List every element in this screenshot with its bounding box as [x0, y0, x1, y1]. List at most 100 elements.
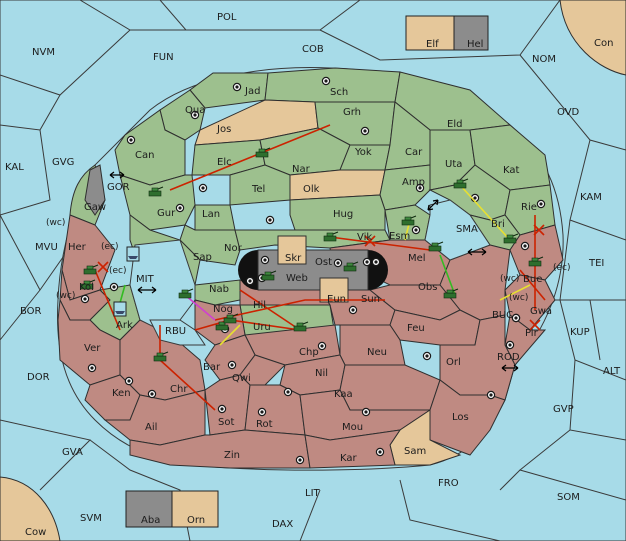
label-neu: Neu: [367, 347, 387, 358]
label-cow: Cow: [25, 527, 46, 538]
label-jos: Jos: [216, 124, 231, 135]
army-unit-icon[interactable]: [80, 279, 96, 290]
supply-center-dot: [112, 285, 116, 289]
label-mel: Mel: [408, 253, 426, 264]
label-pol: POL: [217, 12, 237, 23]
supply-center-dot: [268, 218, 272, 222]
army-unit-icon[interactable]: [401, 215, 417, 226]
supply-center-dot: [248, 279, 252, 283]
prov-rot[interactable]: [244, 384, 306, 436]
label-gwa: Gwa: [530, 306, 552, 317]
label-eld: Eld: [447, 119, 462, 130]
prov-skr[interactable]: [277, 235, 307, 265]
label-ken: Ken: [112, 388, 131, 399]
army-unit-icon[interactable]: [83, 264, 99, 275]
army-unit-icon[interactable]: [453, 178, 469, 189]
label-esm: Esm: [389, 231, 410, 242]
label-los: Los: [452, 412, 469, 423]
fleet-unit-icon[interactable]: [126, 246, 140, 262]
label-fun: FUN: [153, 52, 174, 63]
supply-center-dot: [201, 186, 205, 190]
label-zin: Zin: [224, 450, 240, 461]
army-unit-icon[interactable]: [261, 270, 277, 281]
label-fro: FRO: [438, 478, 459, 489]
prov-eun-box[interactable]: [319, 277, 349, 303]
label-lan: Lan: [202, 209, 220, 220]
arrow-move: [214, 299, 385, 321]
prov-aba[interactable]: [125, 490, 173, 528]
label-amp: Amp: [402, 177, 425, 188]
label-som: SOM: [557, 492, 580, 503]
label-nab: Nab: [209, 284, 229, 295]
label-ark: Ark: [116, 320, 133, 331]
supply-center-dot: [150, 392, 154, 396]
arrow-support: [499, 284, 531, 301]
arrow-move: [239, 289, 301, 331]
passage-arrows: [109, 171, 519, 372]
label-jad: Jad: [244, 86, 260, 97]
arrow-cut: [97, 261, 109, 273]
prov-hel[interactable]: [453, 15, 489, 51]
army-unit-icon[interactable]: [153, 351, 169, 362]
label-feu: Feu: [407, 323, 425, 334]
fleet-unit-icon[interactable]: [113, 301, 127, 317]
label-alt: ALT: [603, 366, 621, 377]
supply-center-dot: [363, 129, 367, 133]
label-gaw: Gaw: [84, 202, 106, 213]
label-nvm: NVM: [32, 47, 55, 58]
label-olk: Olk: [303, 184, 320, 195]
army-unit-icon[interactable]: [443, 288, 459, 299]
label-elf: Elf: [426, 39, 439, 50]
label-mou: Mou: [342, 422, 363, 433]
label-sma: SMA: [456, 224, 478, 235]
label-bue: Bue: [523, 274, 542, 285]
army-unit-icon[interactable]: [255, 147, 271, 158]
label-rod: ROD: [497, 352, 520, 363]
label-lit: LIT: [305, 488, 321, 499]
army-unit-icon[interactable]: [503, 233, 519, 244]
label-rie: Rie: [521, 202, 537, 213]
label-sot: Sot: [218, 417, 234, 428]
coast-tag-wc4: (wc): [509, 293, 528, 303]
prov-jad[interactable]: [189, 72, 269, 109]
label-elc: Elc: [217, 157, 232, 168]
supply-center-dot: [263, 258, 267, 262]
army-unit-icon[interactable]: [148, 186, 164, 197]
label-aba: Aba: [141, 515, 160, 526]
coast-tag-wc2: (wc): [56, 291, 75, 301]
army-unit-icon[interactable]: [528, 256, 544, 267]
label-nog: Nog: [213, 304, 233, 315]
label-chr: Chr: [170, 384, 188, 395]
army-unit-icon[interactable]: [223, 313, 239, 324]
label-sam: Sam: [404, 446, 426, 457]
army-unit-icon[interactable]: [323, 231, 339, 242]
supply-center-dot: [286, 390, 290, 394]
supply-center-dot: [374, 260, 378, 264]
label-qwi: Qwi: [232, 373, 251, 384]
prov-elf[interactable]: [405, 15, 455, 51]
supply-center-dot: [539, 202, 543, 206]
supply-center-dot: [378, 450, 382, 454]
army-unit-icon[interactable]: [293, 321, 309, 332]
label-rbu: RBU: [165, 326, 186, 337]
label-kol: Kol: [79, 282, 94, 293]
label-gva: GVA: [62, 447, 83, 458]
army-unit-icon[interactable]: [178, 288, 194, 299]
prov-kar[interactable]: [304, 429, 402, 469]
supply-center-dot: [320, 344, 324, 348]
supply-center-dot: [83, 297, 87, 301]
prov-orn[interactable]: [171, 490, 219, 528]
arrow-move: [169, 124, 331, 191]
label-uta: Uta: [445, 159, 462, 170]
prov-pir[interactable]: [504, 314, 547, 366]
prov-con[interactable]: [559, 0, 626, 76]
supply-center-dot: [365, 260, 369, 264]
supply-center-dot: [425, 354, 429, 358]
label-orn: Orn: [187, 515, 205, 526]
army-unit-icon[interactable]: [428, 241, 444, 252]
label-nom: NOM: [532, 54, 556, 65]
supply-center-dot: [514, 316, 518, 320]
army-unit-icon[interactable]: [343, 261, 359, 272]
label-obs: Obs: [418, 282, 437, 293]
supply-center-dot: [523, 244, 527, 248]
